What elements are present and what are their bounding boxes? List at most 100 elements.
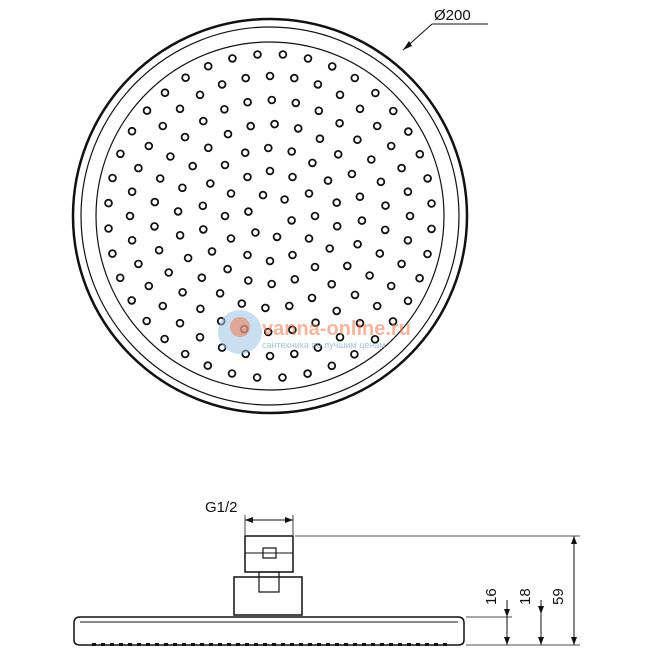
nozzle-icon bbox=[244, 207, 253, 216]
nozzle-icon bbox=[253, 50, 262, 59]
side-nozzle bbox=[146, 643, 150, 646]
nozzle-icon bbox=[288, 325, 297, 335]
nozzle-icon bbox=[116, 149, 125, 159]
nozzle-icon bbox=[244, 276, 253, 285]
nozzle-icon bbox=[125, 211, 135, 221]
nozzle-icon bbox=[104, 224, 113, 233]
dim-16-label: 16 bbox=[483, 588, 500, 605]
nozzle-icon bbox=[160, 88, 170, 97]
nozzle-icon bbox=[288, 172, 297, 182]
nozzle-plate bbox=[95, 41, 445, 391]
nozzle-icon bbox=[180, 349, 190, 359]
nozzle-icon bbox=[397, 259, 406, 269]
nozzle-icon bbox=[386, 281, 396, 291]
nozzle-icon bbox=[278, 50, 288, 59]
nozzle-icon bbox=[380, 225, 390, 235]
nozzle-icon bbox=[127, 187, 137, 197]
nozzle-icon bbox=[195, 332, 205, 342]
nozzle-icon bbox=[175, 318, 185, 328]
nozzle-icon bbox=[403, 187, 413, 197]
nozzle-icon bbox=[263, 143, 273, 153]
nozzle-icon bbox=[327, 361, 337, 371]
watermark-site: vanna-online.ru bbox=[262, 318, 411, 340]
side-nozzle bbox=[317, 643, 321, 646]
nozzle-icon bbox=[287, 147, 297, 156]
side-nozzle bbox=[218, 643, 222, 646]
nozzle-icon bbox=[203, 61, 213, 71]
nozzle-icon bbox=[372, 121, 382, 131]
nozzle-icon bbox=[158, 121, 168, 131]
nozzle-icon bbox=[304, 189, 314, 198]
nozzle-icon bbox=[220, 160, 230, 170]
nozzle-icon bbox=[310, 211, 320, 221]
nozzle-icon bbox=[144, 141, 154, 151]
nozzle-icon bbox=[332, 198, 342, 207]
side-nozzle bbox=[344, 643, 348, 646]
side-nozzle bbox=[380, 643, 384, 646]
nozzle-icon bbox=[355, 192, 365, 202]
nozzle-icon bbox=[313, 343, 323, 352]
nozzle-icon bbox=[199, 116, 208, 126]
nozzle-icon bbox=[415, 149, 425, 159]
nozzle-icon bbox=[265, 166, 275, 176]
nozzle-icon bbox=[303, 54, 313, 63]
side-nozzle bbox=[191, 643, 195, 646]
nozzle-icon bbox=[199, 225, 208, 234]
nozzle-icon bbox=[265, 71, 275, 81]
nozzle-icon bbox=[371, 88, 380, 98]
nozzle-icon bbox=[427, 199, 436, 208]
nozzle-icon bbox=[332, 306, 342, 316]
side-nozzle bbox=[200, 643, 204, 646]
side-nozzle bbox=[245, 643, 249, 646]
nozzle-icon bbox=[243, 250, 252, 260]
nozzle-icon bbox=[289, 73, 299, 83]
nozzle-icon bbox=[158, 301, 168, 311]
side-nozzle bbox=[92, 643, 96, 646]
nozzle-icon bbox=[335, 118, 344, 128]
nozzle-icon bbox=[313, 80, 323, 89]
dim-18-label: 18 bbox=[517, 588, 534, 605]
nozzle-icon bbox=[332, 221, 342, 231]
nozzle-icon bbox=[265, 256, 275, 266]
nozzle-icon bbox=[427, 224, 436, 234]
nozzle-icon bbox=[311, 318, 320, 328]
side-nozzle bbox=[263, 643, 267, 646]
side-nozzle bbox=[416, 643, 420, 646]
side-nozzle bbox=[173, 643, 177, 646]
nozzle-icon bbox=[226, 234, 236, 243]
side-nozzle bbox=[326, 643, 330, 646]
nozzle-icon bbox=[335, 332, 345, 342]
nozzle-icon bbox=[415, 273, 424, 283]
nozzle-pattern bbox=[104, 50, 436, 382]
side-nozzle bbox=[371, 643, 375, 646]
nozzle-icon bbox=[160, 334, 169, 344]
thread-hole bbox=[262, 547, 277, 559]
side-nozzle bbox=[119, 643, 123, 646]
nozzle-icon bbox=[241, 73, 251, 83]
nozzle-icon bbox=[196, 304, 205, 314]
nozzle-icon bbox=[108, 173, 117, 183]
nozzle-icon bbox=[181, 73, 190, 82]
nozzle-icon bbox=[278, 373, 287, 382]
side-nozzle bbox=[110, 643, 114, 646]
side-nozzle-row bbox=[92, 643, 447, 646]
nozzle-icon bbox=[195, 90, 205, 100]
nozzle-icon bbox=[183, 253, 193, 263]
nozzle-icon bbox=[144, 281, 154, 291]
nozzle-icon bbox=[307, 293, 317, 303]
nozzle-icon bbox=[350, 349, 359, 359]
watermark: vanna-online.ru сантехника по лучшим цен… bbox=[218, 310, 411, 354]
nozzle-icon bbox=[353, 135, 362, 145]
side-nozzle bbox=[398, 643, 402, 646]
nozzle-icon bbox=[178, 287, 187, 297]
nozzle-icon bbox=[403, 296, 413, 306]
side-nozzle bbox=[335, 643, 339, 646]
nozzle-icon bbox=[228, 54, 237, 63]
nozzle-icon bbox=[265, 351, 275, 361]
side-nozzle bbox=[227, 643, 231, 646]
nozzle-icon bbox=[175, 231, 185, 240]
side-nozzle bbox=[164, 643, 168, 646]
nozzle-icon bbox=[198, 201, 208, 211]
nozzle-icon bbox=[215, 288, 225, 298]
